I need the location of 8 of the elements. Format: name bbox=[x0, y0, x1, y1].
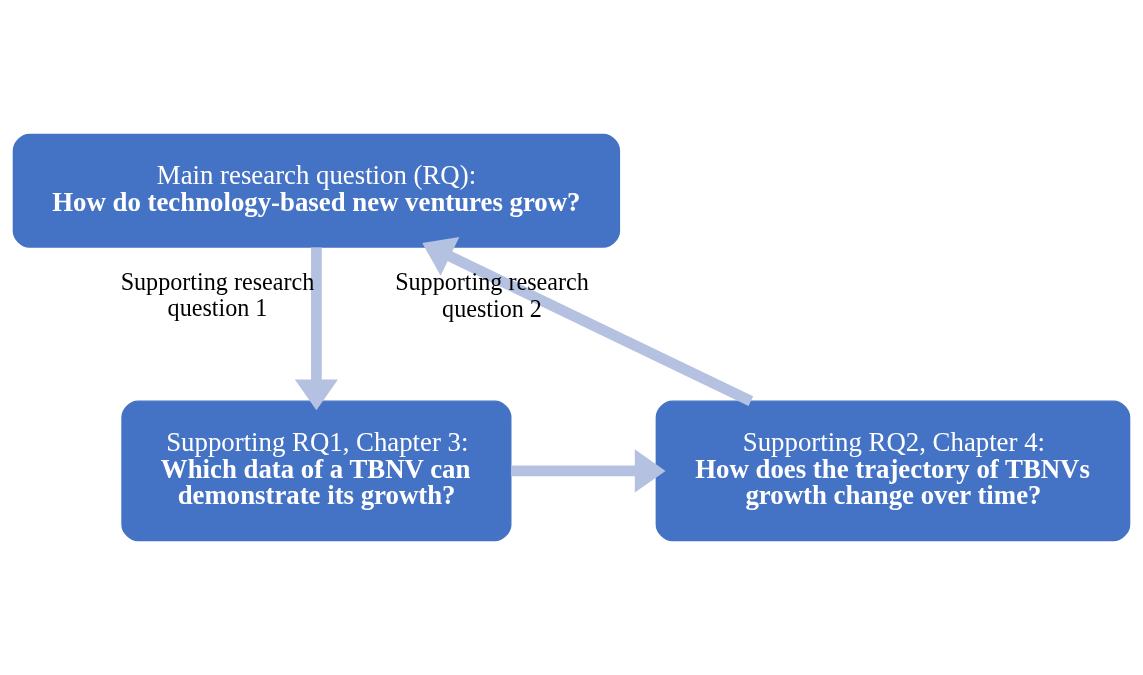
arrow bbox=[294, 247, 338, 411]
node-box: Supporting RQ1, Chapter 3: Which data of a TBNV can demonstrate its growth? bbox=[121, 400, 512, 542]
arrow bbox=[422, 236, 754, 406]
arrow bbox=[511, 449, 666, 493]
node-box: Supporting RQ2, Chapter 4: How does the trajectory of TBNVs growth change over time? bbox=[655, 400, 1131, 542]
edge-label: Supporting research question 2 bbox=[395, 267, 589, 322]
edge-label: Supporting research question 1 bbox=[120, 267, 315, 322]
node-box: Main research question (RQ): How do technology-based new ventures grow? bbox=[12, 133, 621, 248]
